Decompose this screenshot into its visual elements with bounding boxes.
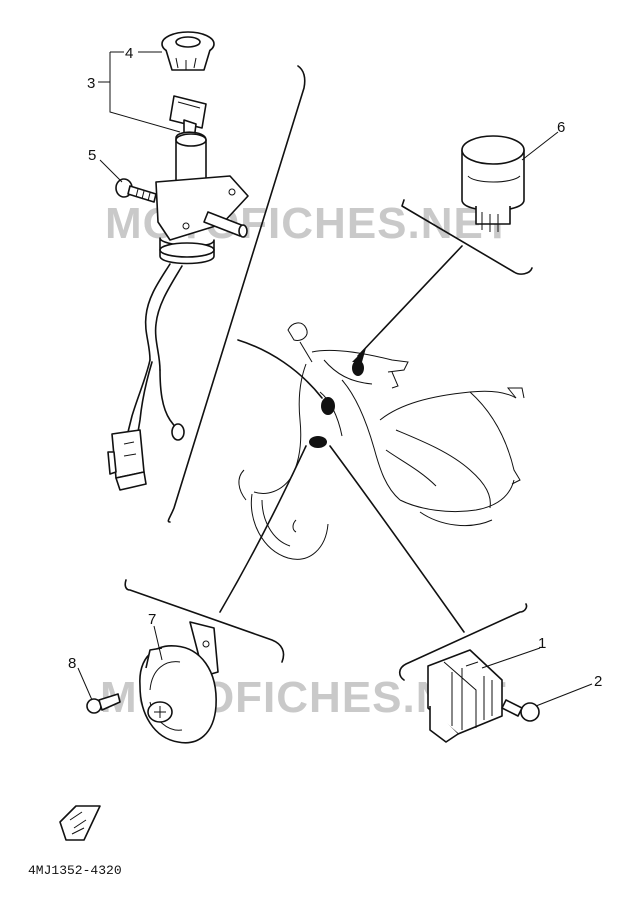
callout-8: 8 — [68, 655, 76, 672]
callout-1: 1 — [538, 635, 546, 652]
part-cap — [161, 31, 215, 71]
callout-4: 4 — [125, 45, 133, 62]
callout-6: 6 — [557, 119, 565, 136]
callout-2: 2 — [594, 673, 602, 690]
part-relay-can — [461, 135, 525, 232]
part-bolt-2 — [501, 699, 540, 722]
part-screw-5 — [115, 178, 157, 203]
part-rectifier — [427, 649, 503, 743]
callout-5: 5 — [88, 147, 96, 164]
diagram-code: 4MJ1352-4320 — [28, 863, 122, 878]
front-direction-icon — [59, 805, 101, 841]
part-main-switch — [107, 95, 249, 491]
callout-7: 7 — [148, 611, 156, 628]
scooter-outline — [238, 322, 525, 560]
leader-lines — [219, 245, 465, 633]
callout-3: 3 — [87, 75, 95, 92]
group-brackets — [124, 65, 533, 681]
callout-leaders — [77, 51, 593, 707]
callout-labels: 4 3 5 6 7 8 1 2 — [68, 45, 602, 690]
part-horn — [139, 621, 219, 744]
part-bolt-8 — [86, 693, 121, 714]
